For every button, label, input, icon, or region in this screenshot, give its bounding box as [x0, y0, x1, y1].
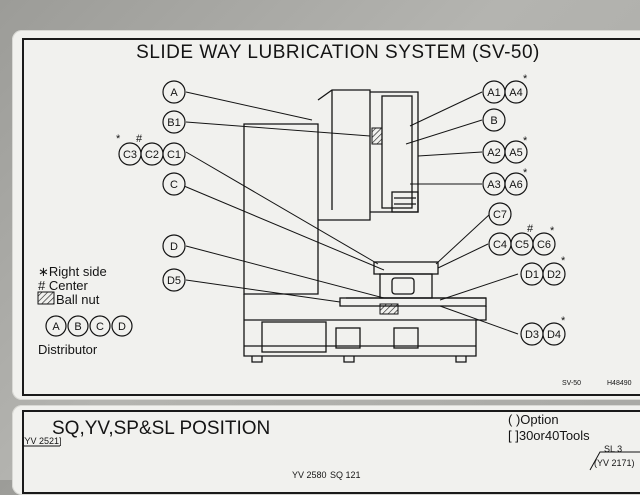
ballnut-legend-swatch	[37, 291, 55, 305]
position-yv2521: [YV 2521]	[22, 436, 62, 446]
mark-hash-C2: #	[136, 133, 143, 145]
label-A3: A3	[487, 179, 500, 191]
label-A2: A2	[487, 147, 500, 159]
node-C7	[488, 202, 512, 226]
mark-star-A4: *	[523, 73, 528, 85]
mark-star-C6: *	[550, 225, 555, 237]
label-D1: D1	[525, 269, 539, 281]
plate-code-right: H48490	[607, 380, 632, 387]
label-A6: A6	[509, 179, 522, 191]
label-A: A	[170, 87, 178, 99]
label-C: C	[170, 179, 178, 191]
position-yv2171: (YV 2171)	[594, 458, 635, 468]
node-D4	[542, 322, 566, 346]
mark-star-D4: *	[561, 315, 566, 327]
position-title: SQ,YV,SP&SL POSITION	[52, 418, 271, 439]
side-marks: * # * * * # * * *	[116, 73, 566, 327]
distributor-B	[67, 315, 89, 337]
diagram-title: SLIDE WAY LUBRICATION SYSTEM (SV-50)	[136, 42, 540, 63]
distributor-label-C: C	[96, 321, 104, 333]
label-A1: A1	[487, 87, 500, 99]
legend-right-side: ∗Right side	[38, 264, 107, 279]
node-C1	[162, 142, 186, 166]
position-sq121: SQ 121	[330, 470, 361, 480]
node-C6	[532, 232, 556, 256]
node-D	[162, 234, 186, 258]
node-A4	[504, 80, 528, 104]
node-D2	[542, 262, 566, 286]
distributor-label-D: D	[118, 321, 126, 333]
position-sl3: SL 3	[604, 444, 623, 454]
option-note: ( )Option	[508, 412, 559, 427]
node-A6	[504, 172, 528, 196]
mark-star-D2: *	[561, 255, 566, 267]
label-D3: D3	[525, 329, 539, 341]
label-B: B	[490, 115, 497, 127]
label-C7: C7	[493, 209, 507, 221]
distributor-label-A: A	[52, 321, 60, 333]
callout-circles	[45, 80, 566, 346]
distributor-A	[45, 315, 67, 337]
lubrication-diagram: A B1 C3 C2 C1 C D D5 A1 A4 B A2 A5 A3 A6…	[37, 73, 566, 363]
legend-center: # Center	[38, 278, 88, 293]
legend-ball-nut: Ball nut	[56, 292, 100, 307]
label-D2: D2	[547, 269, 561, 281]
label-C6: C6	[537, 239, 551, 251]
plate-code-left: SV-50	[562, 380, 582, 387]
label-C5: C5	[515, 239, 529, 251]
node-C	[162, 172, 186, 196]
distributor-label-B: B	[74, 321, 81, 333]
mark-hash-C5: #	[527, 223, 534, 235]
node-B	[482, 108, 506, 132]
machine-drawing	[243, 89, 487, 363]
mark-star-A6: *	[523, 167, 528, 179]
leader-lines	[183, 91, 519, 335]
callout-labels: A B1 C3 C2 C1 C D D5 A1 A4 B A2 A5 A3 A6…	[52, 87, 561, 341]
label-A4: A4	[509, 87, 522, 99]
label-C4: C4	[493, 239, 507, 251]
label-D: D	[170, 241, 178, 253]
tools-note: [ ]30or40Tools	[508, 428, 590, 443]
position-yv2580: YV 2580	[292, 470, 327, 480]
node-A5	[504, 140, 528, 164]
distributor-D	[111, 315, 133, 337]
label-D4: D4	[547, 329, 561, 341]
label-C1: C1	[167, 149, 181, 161]
node-D5	[162, 268, 186, 292]
distributor-C	[89, 315, 111, 337]
legend-distributor: Distributor	[38, 342, 98, 357]
ballnut-mark-bottom	[379, 303, 399, 315]
mark-star-C3: *	[116, 133, 121, 145]
diagram-frame	[22, 38, 640, 396]
ballnut-mark-top	[371, 127, 383, 145]
label-A5: A5	[509, 147, 522, 159]
node-A	[162, 80, 186, 104]
node-B1	[162, 110, 186, 134]
label-D5: D5	[167, 275, 181, 287]
label-C3: C3	[123, 149, 137, 161]
label-B1: B1	[167, 117, 180, 129]
label-C2: C2	[145, 149, 159, 161]
mark-star-A5: *	[523, 135, 528, 147]
